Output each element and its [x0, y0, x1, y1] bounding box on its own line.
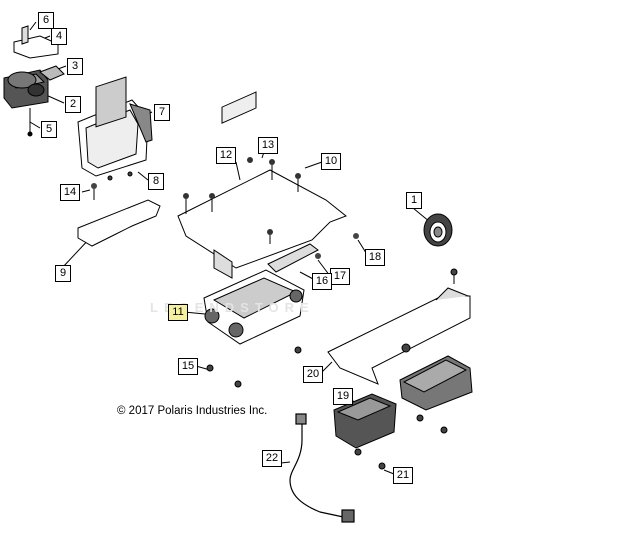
callout-20[interactable]: 20: [303, 366, 323, 383]
callout-17[interactable]: 17: [330, 268, 350, 285]
callout-8[interactable]: 8: [148, 173, 164, 190]
watermark: LEGENDSTORE: [150, 300, 315, 315]
copyright-notice: © 2017 Polaris Industries Inc.: [117, 405, 268, 417]
callout-10[interactable]: 10: [321, 153, 341, 170]
callout-3[interactable]: 3: [67, 58, 83, 75]
callout-5[interactable]: 5: [41, 121, 57, 138]
callout-18[interactable]: 18: [365, 249, 385, 266]
callout-21[interactable]: 21: [393, 467, 413, 484]
callout-12[interactable]: 12: [216, 147, 236, 164]
callout-22[interactable]: 22: [262, 450, 282, 467]
callout-6[interactable]: 6: [38, 12, 54, 29]
callout-15[interactable]: 15: [178, 358, 198, 375]
callout-13[interactable]: 13: [258, 137, 278, 154]
callout-1[interactable]: 1: [406, 192, 422, 209]
callout-19[interactable]: 19: [333, 388, 353, 405]
callout-4[interactable]: 4: [51, 28, 67, 45]
callout-11[interactable]: 11: [168, 304, 188, 321]
callout-2[interactable]: 2: [65, 96, 81, 113]
callout-16[interactable]: 16: [312, 273, 332, 290]
callout-14[interactable]: 14: [60, 184, 80, 201]
callout-9[interactable]: 9: [55, 265, 71, 282]
callout-7[interactable]: 7: [154, 104, 170, 121]
